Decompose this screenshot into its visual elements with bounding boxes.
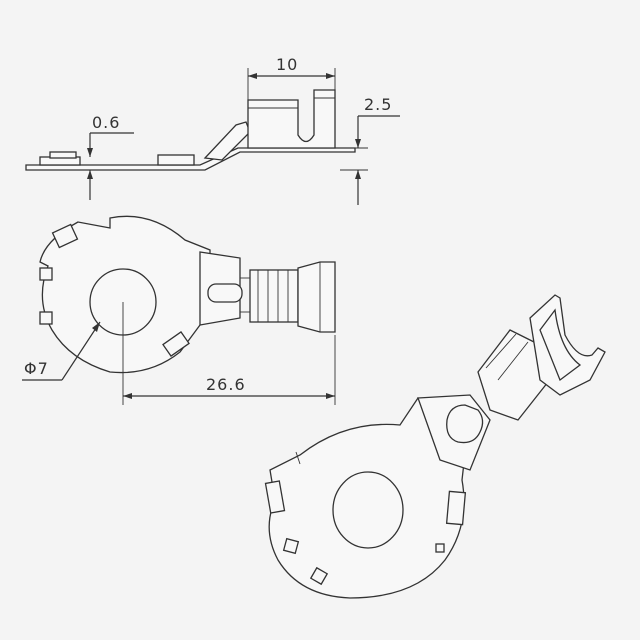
side-view-barrel: [247, 89, 336, 149]
side-view-tab-mid: [157, 154, 195, 166]
top-view-ring-square-1: [39, 267, 53, 281]
dim-width-top: 10: [247, 55, 336, 100]
top-view-crimp-barrel: [249, 269, 299, 323]
dim-overall-length: 26.6: [122, 302, 336, 405]
dim-thickness-label: 0.6: [92, 113, 120, 132]
side-view-tab-left-top: [49, 151, 77, 159]
iso-hole: [332, 471, 404, 549]
dim-width-top-label: 10: [276, 55, 298, 74]
dim-overall-length-label: 26.6: [206, 375, 246, 394]
dim-hole-diameter-label: Φ7: [24, 359, 49, 378]
top-view: [39, 215, 336, 374]
iso-neck-slot: [446, 404, 484, 444]
top-view-ring-tab-1: [51, 223, 79, 249]
dim-height-right-label: 2.5: [364, 95, 392, 114]
iso-ring-square-1: [282, 537, 300, 555]
iso-ring-notch: [435, 543, 445, 553]
top-view-ring-tab-2: [162, 331, 190, 357]
isometric-view: [264, 294, 606, 599]
dim-thickness: 0.6: [87, 113, 134, 200]
top-view-ring-square-2: [39, 311, 53, 325]
dim-hole-diameter: Φ7: [22, 321, 101, 381]
side-view-bent-arm: [203, 121, 251, 161]
iso-ring-square-2: [309, 566, 329, 586]
iso-ring-tab-right: [445, 490, 467, 526]
top-view-insulation-grip: [297, 261, 336, 333]
top-view-inner-slot: [207, 283, 243, 303]
iso-insulation-grip: [529, 294, 606, 396]
iso-ring-mark: [295, 451, 301, 465]
iso-ring-tab-left: [264, 480, 286, 514]
side-view: [25, 89, 356, 171]
iso-insulation-grip-inner: [539, 308, 582, 382]
dim-height-right: 2.5: [340, 95, 400, 205]
